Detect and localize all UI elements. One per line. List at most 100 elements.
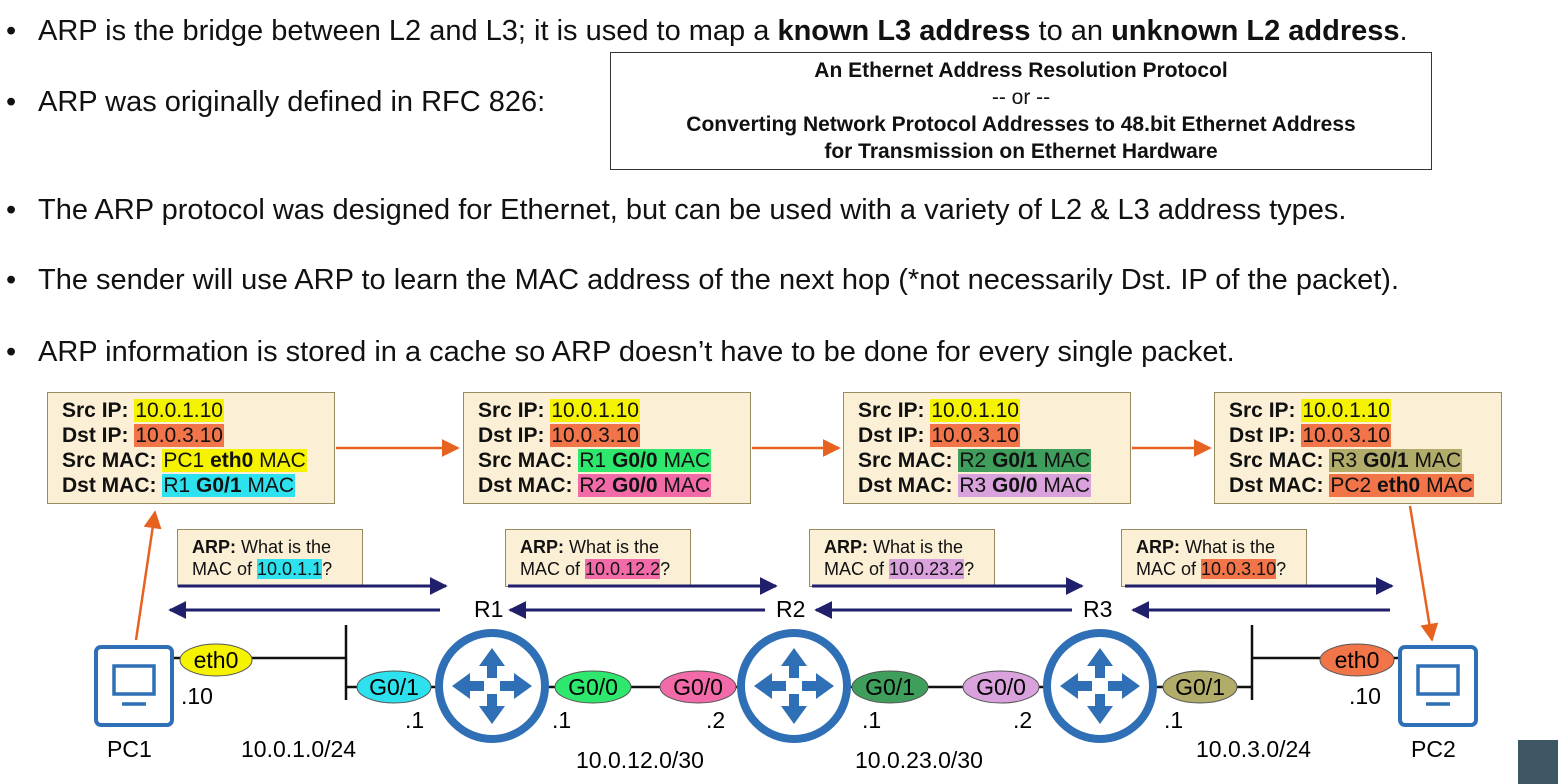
dst-ip-row: Dst IP: 10.0.3.10 [1229, 423, 1501, 448]
mac-suffix: MAC [1043, 449, 1091, 472]
dst-mac-value: R2 G0/0 MAC [578, 474, 712, 497]
arp-mac-of: MAC of [1136, 559, 1197, 579]
bullet-text-part: ARP was originally defined in RFC 826: [38, 86, 546, 118]
r3-g01-host-address: .1 [1164, 707, 1183, 733]
dst-mac-row: Dst MAC: R1 G0/1 MAC [62, 473, 334, 498]
arp-label: ARP: [520, 537, 564, 557]
src-ip-value: 10.0.1.10 [550, 399, 640, 422]
src-mac-label: Src MAC: [1229, 449, 1324, 472]
arp-target-ip: 10.0.3.10 [1201, 559, 1277, 579]
mac-suffix: MAC [259, 449, 306, 472]
arp-label: ARP: [824, 537, 868, 557]
bullet-text-part: . [1399, 15, 1408, 47]
mac-suffix: MAC [1414, 449, 1462, 472]
mac-interface: G0/1 [992, 449, 1038, 472]
arp-line-2: MAC of 10.0.23.2? [824, 558, 994, 580]
pc2-eth0-interface: eth0 [1319, 643, 1395, 677]
r2-g00-host-address: .2 [706, 707, 725, 733]
network-label-4: 10.0.3.0/24 [1196, 736, 1311, 762]
arp-mac-of: MAC of [192, 559, 253, 579]
bullet-text-part: The sender will use ARP to learn the MAC… [38, 264, 1400, 296]
r3-g01-interface: G0/1 [1162, 670, 1238, 704]
network-label-1: 10.0.1.0/24 [241, 736, 356, 762]
r1-router-icon [439, 633, 545, 739]
dst-ip-value: 10.0.3.10 [1301, 424, 1391, 447]
mac-interface: G0/1 [196, 474, 242, 497]
dst-mac-label: Dst MAC: [858, 474, 953, 497]
mac-interface: G0/1 [1363, 449, 1409, 472]
mac-suffix: MAC [663, 474, 711, 497]
r3-label: R3 [1083, 596, 1112, 622]
mac-interface: G0/0 [612, 449, 658, 472]
src-mac-value: R1 G0/0 MAC [578, 449, 712, 472]
rfc-line-2: Converting Network Protocol Addresses to… [686, 113, 1356, 136]
src-ip-label: Src IP: [1229, 399, 1296, 422]
mac-device: R1 [163, 474, 191, 497]
dst-ip-label: Dst IP: [62, 424, 129, 447]
arp-mac-of: MAC of [520, 559, 581, 579]
arp-question: What is the [873, 537, 964, 557]
pc1-to-packet-arrow [134, 510, 162, 641]
mac-device: R2 [959, 449, 987, 472]
mac-interface: G0/0 [992, 474, 1038, 497]
dst-ip-value: 10.0.3.10 [134, 424, 224, 447]
src-ip-value: 10.0.1.10 [930, 399, 1020, 422]
src-mac-row: Src MAC: R2 G0/1 MAC [858, 448, 1130, 473]
dst-mac-row: Dst MAC: R2 G0/0 MAC [478, 473, 750, 498]
emphasis-text: known L3 address [777, 15, 1031, 47]
src-mac-value: R2 G0/1 MAC [958, 449, 1092, 472]
emphasis-text: unknown L2 address [1111, 15, 1400, 47]
bullet-dot: • [6, 336, 17, 368]
r2-g00-label: G0/0 [673, 674, 723, 700]
pc1-eth0-label: eth0 [194, 647, 239, 673]
r1-g01-interface: G0/1 [356, 670, 432, 704]
mac-device: R2 [579, 474, 607, 497]
src-mac-row: Src MAC: PC1 eth0 MAC [62, 448, 334, 473]
pc1-computer-icon [94, 645, 174, 727]
src-mac-row: Src MAC: R3 G0/1 MAC [1229, 448, 1501, 473]
dst-mac-value: R1 G0/1 MAC [162, 474, 296, 497]
r1-g00-interface: G0/0 [554, 670, 632, 704]
mac-device: R3 [959, 474, 987, 497]
dst-ip-row: Dst IP: 10.0.3.10 [62, 423, 334, 448]
dst-ip-label: Dst IP: [1229, 424, 1296, 447]
pc1-eth0-interface: eth0 [179, 643, 253, 677]
arp-label: ARP: [1136, 537, 1180, 557]
src-ip-value: 10.0.1.10 [134, 399, 224, 422]
arp-question-mark: ? [964, 559, 975, 579]
mac-suffix: MAC [663, 449, 711, 472]
dst-ip-value: 10.0.3.10 [930, 424, 1020, 447]
bullet-text-1: ARP is the bridge between L2 and L3; it … [38, 14, 1408, 48]
dst-ip-row: Dst IP: 10.0.3.10 [858, 423, 1130, 448]
mac-suffix: MAC [1043, 474, 1091, 497]
arp-line-1: ARP: What is the [1136, 536, 1306, 558]
mac-interface: eth0 [210, 449, 254, 472]
r1-g01-label: G0/1 [369, 674, 419, 700]
bullet-text-part: ARP information is stored in a cache so … [38, 336, 1235, 368]
pc2-eth0-label: eth0 [1335, 647, 1380, 673]
bullet-dot: • [6, 264, 17, 296]
arp-question-mark: ? [660, 559, 671, 579]
dst-ip-row: Dst IP: 10.0.3.10 [478, 423, 750, 448]
arp-question: What is the [569, 537, 660, 557]
src-mac-value: R3 G0/1 MAC [1329, 449, 1463, 472]
r1-label: R1 [474, 596, 503, 622]
src-mac-row: Src MAC: R1 G0/0 MAC [478, 448, 750, 473]
mac-interface: G0/0 [612, 474, 658, 497]
arp-mac-of: MAC of [824, 559, 885, 579]
dst-mac-label: Dst MAC: [62, 474, 157, 497]
bullet-dot: • [6, 86, 17, 118]
dst-mac-label: Dst MAC: [478, 474, 573, 497]
mac-interface: eth0 [1377, 474, 1421, 497]
src-ip-row: Src IP: 10.0.1.10 [858, 398, 1130, 423]
dst-mac-value: R3 G0/0 MAC [958, 474, 1092, 497]
bullet-dot: • [6, 194, 17, 226]
r1-g01-host-address: .1 [405, 707, 424, 733]
arp-target-ip: 10.0.12.2 [585, 559, 661, 579]
